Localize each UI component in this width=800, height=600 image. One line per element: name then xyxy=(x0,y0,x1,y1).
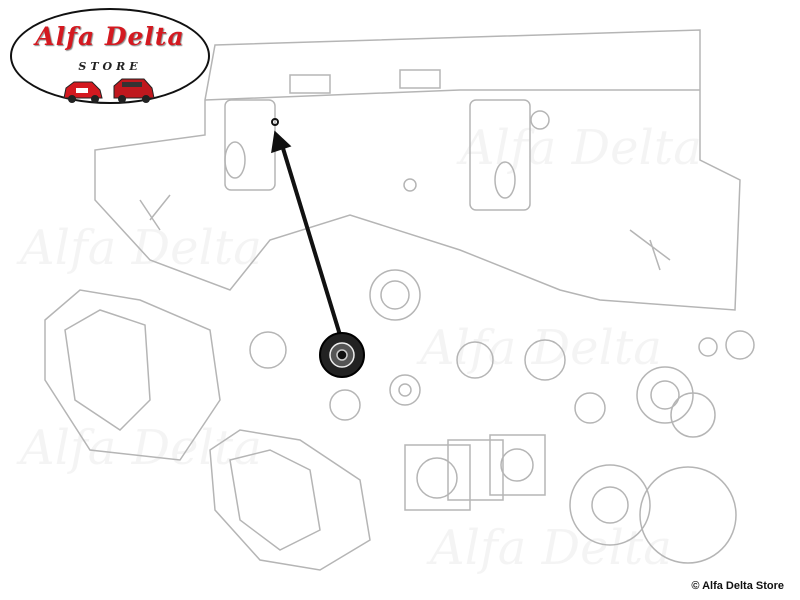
highlighted-part xyxy=(271,118,365,378)
watermark: Alfa Delta xyxy=(20,220,262,276)
logo-title: Alfa Delta xyxy=(35,22,185,51)
parts-group xyxy=(44,269,755,571)
watermark: Alfa Delta xyxy=(460,120,702,176)
store-logo[interactable]: Alfa Delta STORE xyxy=(10,8,210,104)
logo-subtitle: STORE xyxy=(78,60,142,73)
copyright-notice: © Alfa Delta Store xyxy=(691,580,784,592)
logo-oval xyxy=(10,8,210,104)
watermark: Alfa Delta xyxy=(20,420,262,476)
watermark: Alfa Delta xyxy=(430,520,672,576)
watermark: Alfa Delta xyxy=(420,320,662,376)
cars-icon xyxy=(63,78,155,103)
